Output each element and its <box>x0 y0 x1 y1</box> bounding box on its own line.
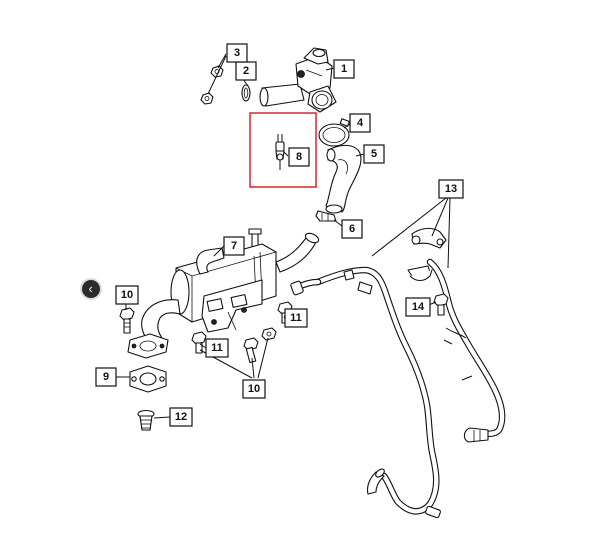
plug-part-12 <box>137 409 155 431</box>
highlight-box <box>249 112 317 188</box>
previous-arrow-button[interactable]: ‹ <box>80 278 102 300</box>
svg-text:8: 8 <box>296 151 302 163</box>
coolant-hose-assembly <box>290 227 506 519</box>
nut-part-3b <box>200 92 214 105</box>
svg-text:3: 3 <box>234 47 240 59</box>
callout-2[interactable]: 2 <box>235 61 257 81</box>
inlet-elbow-pipe <box>127 299 181 359</box>
callout-3[interactable]: 3 <box>226 43 248 63</box>
gasket-part-2 <box>241 84 251 102</box>
callout-9[interactable]: 9 <box>95 367 117 387</box>
svg-text:11: 11 <box>211 342 223 354</box>
callout-14[interactable]: 14 <box>405 297 431 317</box>
svg-text:4: 4 <box>357 117 364 129</box>
bolt-part-10c <box>261 327 277 341</box>
svg-text:14: 14 <box>412 301 425 313</box>
svg-text:1: 1 <box>341 63 347 75</box>
svg-text:6: 6 <box>349 223 355 235</box>
svg-text:5: 5 <box>371 148 377 160</box>
callout-6[interactable]: 6 <box>341 219 363 239</box>
svg-text:10: 10 <box>121 289 133 301</box>
svg-text:9: 9 <box>103 371 109 383</box>
svg-text:7: 7 <box>231 240 237 252</box>
callout-5[interactable]: 5 <box>363 144 385 164</box>
bolt-part-10b <box>243 337 259 364</box>
svg-text:2: 2 <box>243 65 249 77</box>
callout-4[interactable]: 4 <box>349 113 371 133</box>
egr-valve-part-1 <box>259 47 337 113</box>
svg-text:11: 11 <box>290 312 302 324</box>
svg-text:13: 13 <box>445 183 457 195</box>
bolt-part-14 <box>433 293 449 316</box>
chevron-left-icon: ‹ <box>88 281 93 296</box>
leader-lines <box>116 53 451 419</box>
bolt-part-10a <box>119 307 135 334</box>
callout-7[interactable]: 7 <box>223 236 245 256</box>
callout-11-left[interactable]: 11 <box>205 338 229 358</box>
svg-text:12: 12 <box>175 411 187 423</box>
egr-temperature-sensor-part-8 <box>275 134 285 170</box>
gasket-part-9 <box>129 365 167 393</box>
callout-1[interactable]: 1 <box>333 59 355 79</box>
callout-11-right[interactable]: 11 <box>284 308 308 328</box>
svg-text:10: 10 <box>248 383 260 395</box>
callout-10-lower[interactable]: 10 <box>242 379 266 399</box>
callout-8[interactable]: 8 <box>288 147 310 167</box>
connector-part-6 <box>315 210 337 222</box>
callout-10-upper[interactable]: 10 <box>115 285 139 305</box>
bolt-part-11b <box>191 331 207 354</box>
callout-12[interactable]: 12 <box>169 407 193 427</box>
clamp-ring-part-4 <box>318 118 350 147</box>
egr-tube-part-5 <box>325 144 362 214</box>
callout-13[interactable]: 13 <box>438 179 464 199</box>
